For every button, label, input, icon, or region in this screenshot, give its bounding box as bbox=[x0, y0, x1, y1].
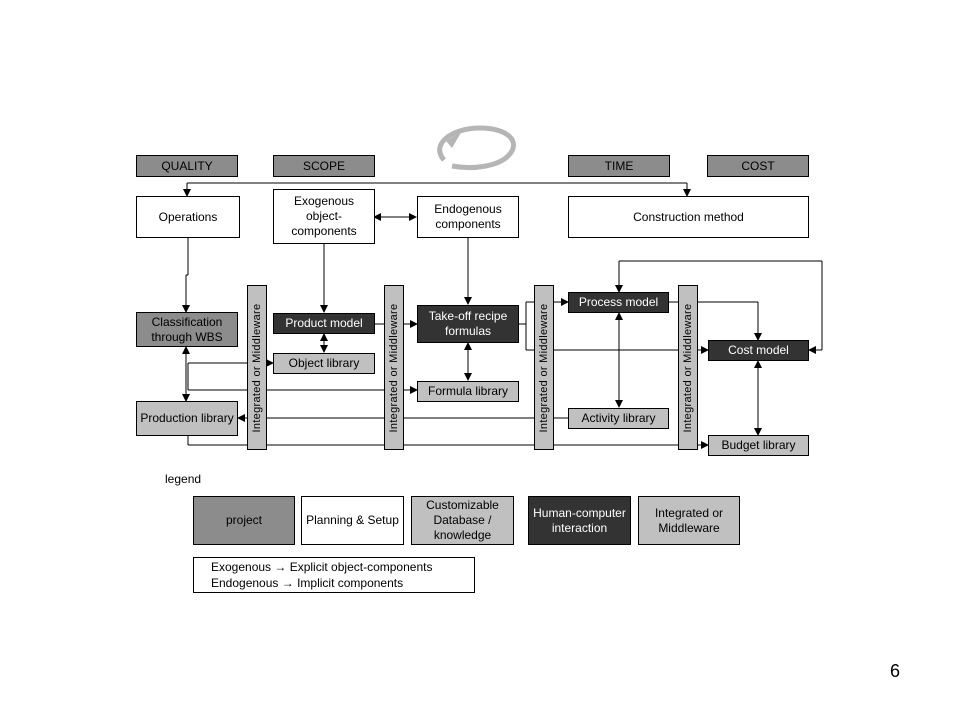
middleware-bar-2: Integrated or Middleware bbox=[384, 285, 404, 450]
legend-human-computer-interaction: Human-computer interaction bbox=[528, 496, 631, 545]
category-scope: SCOPE bbox=[273, 155, 375, 177]
node-construction-method: Construction method bbox=[568, 196, 809, 238]
node-exogenous-components: Exogenous object-components bbox=[273, 189, 375, 244]
legend-note: Exogenous → Explicit object-components E… bbox=[193, 557, 475, 593]
category-cost: COST bbox=[707, 155, 809, 177]
legend-integrated-middleware: Integrated or Middleware bbox=[638, 496, 740, 545]
node-operations: Operations bbox=[136, 196, 240, 238]
legend-note-line-2: Endogenous → Implicit components bbox=[211, 576, 404, 590]
legend-planning-setup: Planning & Setup bbox=[301, 496, 404, 545]
node-formula-library: Formula library bbox=[417, 381, 519, 402]
node-object-library: Object library bbox=[273, 353, 375, 374]
middleware-bar-4: Integrated or Middleware bbox=[678, 285, 698, 450]
legend-title: legend bbox=[165, 472, 202, 486]
category-quality: QUALITY bbox=[136, 155, 238, 177]
legend-note-line-1: Exogenous → Explicit object-components bbox=[211, 560, 433, 574]
node-endogenous-components: Endogenous components bbox=[417, 196, 519, 238]
page-number: 6 bbox=[890, 661, 901, 681]
legend-project: project bbox=[193, 496, 295, 545]
node-cost-model: Cost model bbox=[708, 340, 809, 361]
node-process-model: Process model bbox=[568, 292, 669, 313]
middleware-bar-3: Integrated or Middleware bbox=[534, 285, 554, 450]
node-product-model: Product model bbox=[273, 313, 375, 334]
node-activity-library: Activity library bbox=[568, 408, 669, 429]
category-time: TIME bbox=[568, 155, 670, 177]
middleware-bar-1: Integrated or Middleware bbox=[247, 285, 267, 450]
node-classification-wbs: Classification through WBS bbox=[136, 312, 238, 347]
legend-customizable-database: Customizable Database / knowledge bbox=[411, 496, 514, 545]
node-production-library: Production library bbox=[136, 401, 238, 436]
node-budget-library: Budget library bbox=[708, 435, 809, 456]
node-takeoff-recipe-formulas: Take-off recipe formulas bbox=[417, 305, 519, 343]
cycle-icon bbox=[437, 125, 516, 171]
